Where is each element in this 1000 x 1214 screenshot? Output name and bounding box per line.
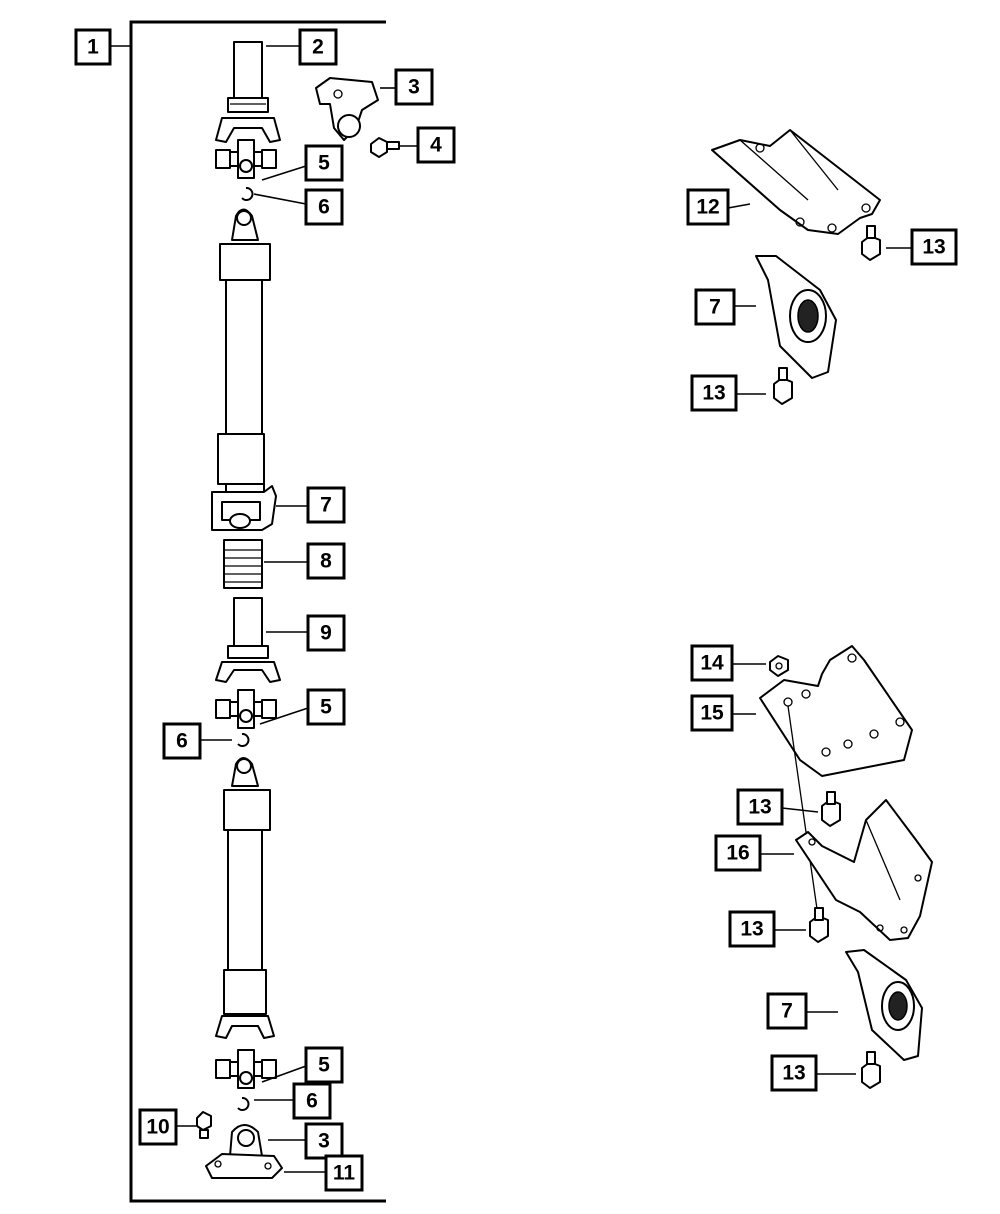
callout-5-top: 5 (304, 144, 344, 182)
callout-6-bottom: 6 (292, 1082, 332, 1120)
callout-13-b: 13 (690, 374, 738, 412)
flange-bolt-right-2 (773, 367, 793, 405)
callout-5-mid-label: 5 (320, 696, 332, 719)
callout-8: 8 (306, 542, 346, 580)
callout-10: 10 (138, 1108, 178, 1146)
tube-front (217, 208, 271, 499)
callout-7-left-label: 7 (320, 494, 332, 517)
callout-4-label: 4 (430, 134, 442, 157)
callout-8-label: 8 (320, 550, 332, 573)
callout-16: 16 (714, 834, 762, 872)
callout-3-bottom: 3 (304, 1122, 344, 1160)
callout-13-c-label: 13 (748, 796, 771, 819)
callout-3-top-label: 3 (408, 76, 420, 99)
callout-6-bottom-label: 6 (306, 1090, 318, 1113)
slip-yoke-front (215, 41, 281, 143)
callout-14: 14 (690, 644, 734, 682)
flange-yoke-top (315, 77, 379, 141)
center-bearing-3 (845, 949, 923, 1061)
callout-13-e-label: 13 (782, 1062, 805, 1085)
callout-15-label: 15 (700, 702, 724, 725)
callout-14-label: 14 (700, 652, 724, 675)
callout-13-a-label: 13 (922, 236, 945, 259)
callout-13-a: 13 (910, 228, 958, 266)
bolt-10 (196, 1111, 212, 1139)
callout-3-top: 3 (394, 68, 434, 106)
snap-ring-1 (241, 187, 254, 201)
companion-flange (205, 1153, 283, 1179)
callout-5-top-label: 5 (318, 152, 330, 175)
flange-bolt-top-right (861, 225, 881, 261)
callout-13-d-label: 13 (740, 918, 763, 941)
leader-lines (176, 45, 912, 1173)
flange-bolt-right-4 (809, 907, 829, 943)
flange-yoke-bottom (229, 1124, 263, 1157)
callout-5-mid: 5 (306, 688, 346, 726)
callout-7-right-top: 7 (694, 288, 736, 326)
center-bearing-2 (755, 255, 837, 379)
callout-1: 1 (74, 28, 112, 66)
callout-7-right-top-label: 7 (709, 296, 721, 319)
tube-rear (215, 757, 275, 1039)
callout-7-left: 7 (306, 486, 346, 524)
callout-9: 9 (306, 614, 346, 652)
callout-10-label: 10 (146, 1116, 169, 1139)
flange-bolt-right-5 (861, 1051, 881, 1089)
callout-2-label: 2 (312, 36, 324, 59)
snap-ring-2 (237, 733, 250, 747)
callout-7-right-bottom-label: 7 (781, 1000, 793, 1023)
crossmember-bracket (711, 129, 881, 235)
universal-joint-3 (215, 1049, 277, 1089)
callout-1-label: 1 (87, 36, 99, 59)
mounting-plate (759, 645, 913, 777)
callout-2: 2 (298, 28, 338, 66)
callout-12-label: 12 (696, 196, 719, 219)
callout-6-top-label: 6 (318, 196, 330, 219)
nut (769, 655, 789, 677)
universal-joint-2 (215, 689, 277, 729)
callout-13-e: 13 (770, 1054, 818, 1092)
callout-6-top: 6 (304, 188, 344, 226)
snap-ring-3 (237, 1097, 250, 1111)
slip-yoke-rear (215, 597, 281, 683)
callout-11: 11 (324, 1154, 364, 1192)
assembly-bracket (110, 20, 386, 1203)
bolt-4 (370, 137, 400, 158)
callout-6-mid: 6 (162, 722, 202, 760)
boot (223, 539, 263, 589)
callout-5-bottom: 5 (304, 1046, 344, 1084)
callout-11-label: 11 (333, 1162, 356, 1185)
callout-13-b-label: 13 (702, 382, 725, 405)
callout-6-mid-label: 6 (176, 730, 188, 753)
callout-15: 15 (690, 694, 734, 732)
flange-bolt-right-3 (821, 791, 841, 827)
callout-13-d: 13 (728, 910, 776, 948)
center-bearing-1 (211, 485, 277, 531)
callout-16-label: 16 (726, 842, 749, 865)
support-bracket (795, 799, 933, 941)
callout-5-bottom-label: 5 (318, 1054, 330, 1077)
callout-7-right-bottom: 7 (766, 992, 808, 1030)
callout-4: 4 (416, 126, 456, 164)
callout-9-label: 9 (320, 622, 332, 645)
universal-joint-1 (215, 139, 277, 179)
callout-3-bottom-label: 3 (318, 1130, 330, 1153)
callout-13-c: 13 (736, 788, 784, 826)
callout-12: 12 (686, 188, 730, 226)
